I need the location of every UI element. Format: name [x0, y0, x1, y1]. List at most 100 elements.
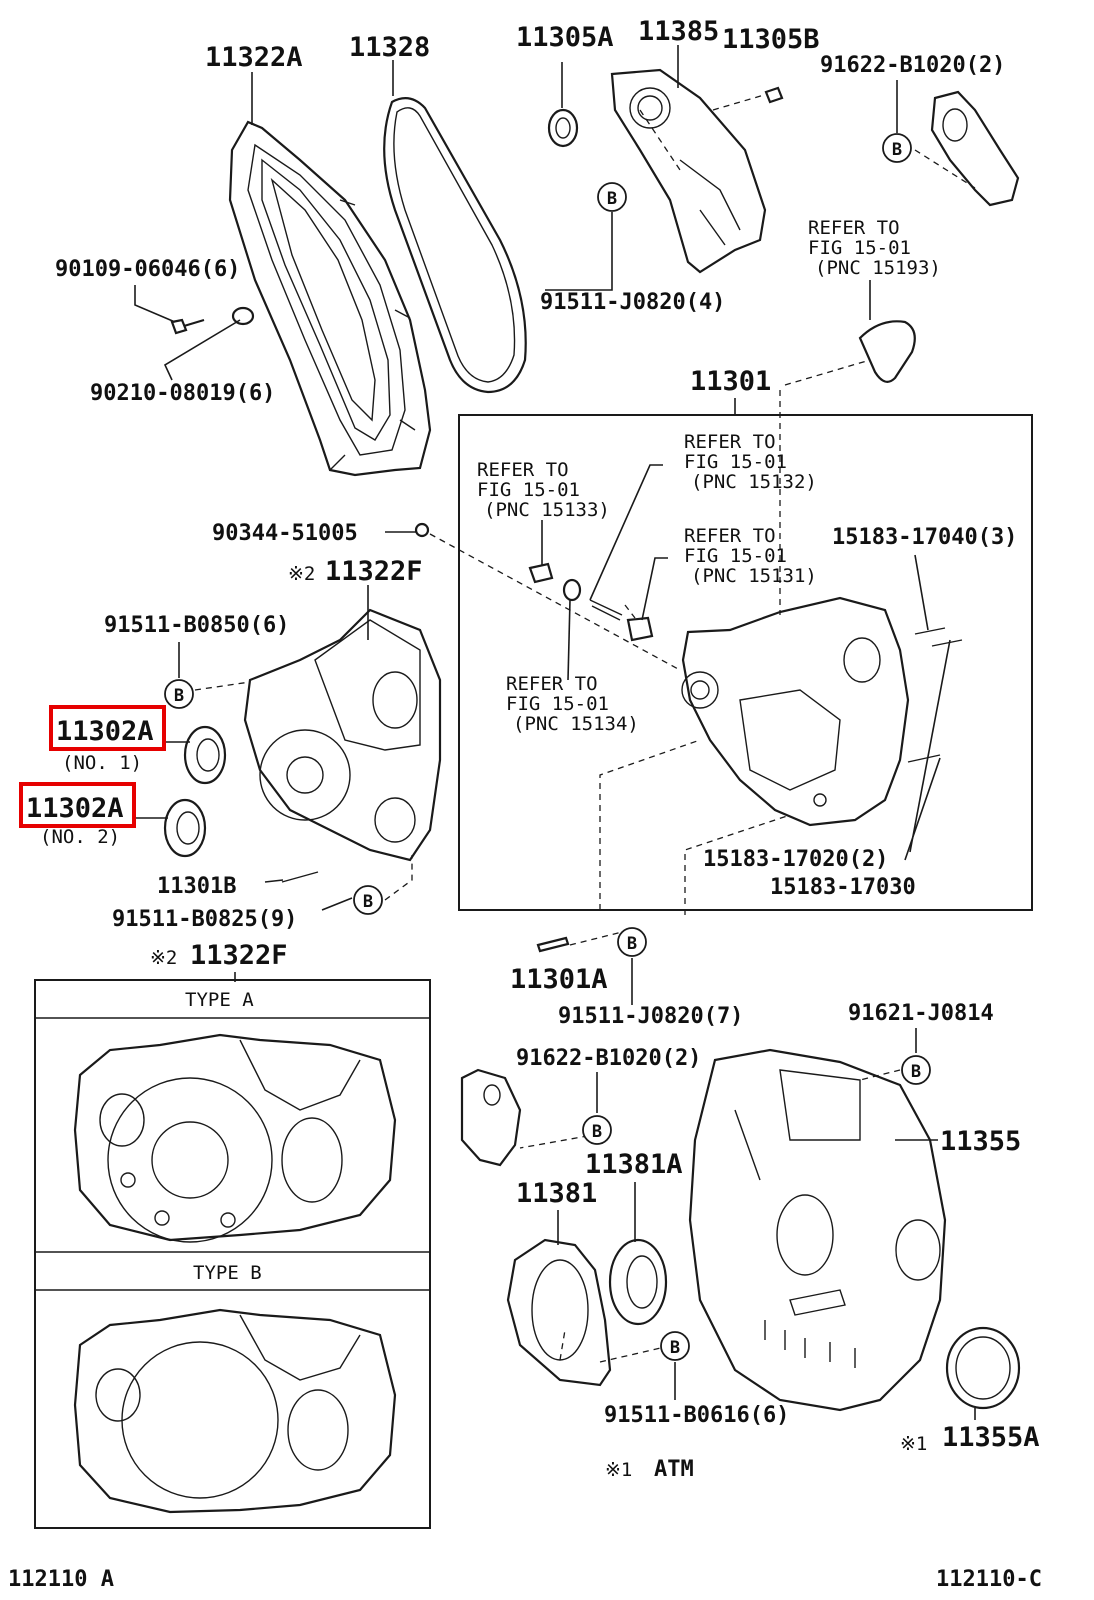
label-91622-top: 91622-B1020(2): [820, 53, 1005, 78]
plug-15133-drawing: [528, 562, 554, 584]
label-91511-j0820-4: 91511-J0820(4): [540, 290, 725, 315]
callout-b-7: B: [901, 1055, 931, 1085]
retainer-11381-drawing: [506, 1238, 612, 1387]
refer-15193-line2: FIG 15-01: [808, 237, 911, 259]
pin-11301A-drawing: [536, 936, 570, 953]
bracket-91622-top-drawing: [930, 90, 1020, 207]
svg-text:B: B: [174, 686, 184, 706]
highlight-11302A-no1: [49, 705, 166, 751]
refer-15132-line1: REFER TO: [684, 431, 776, 453]
mark-atm: ※1: [605, 1459, 632, 1481]
type-a-drawing: [73, 1033, 397, 1243]
label-11301B: 11301B: [157, 874, 236, 899]
label-15183-17020: 15183-17020(2): [703, 847, 888, 872]
valve-15131-drawing: [626, 616, 654, 642]
svg-text:B: B: [627, 934, 637, 954]
oil-seal-no1-drawing: [183, 725, 227, 785]
timing-cover-drawing: [228, 120, 432, 477]
stud-15183-17020-drawing: [907, 754, 941, 763]
label-91511-b0850: 91511-B0850(6): [104, 613, 289, 638]
refer-15133-line1: REFER TO: [477, 459, 569, 481]
callout-b-2: B: [597, 182, 627, 212]
svg-text:B: B: [592, 1122, 602, 1142]
label-90109: 90109-06046(6): [55, 257, 240, 282]
label-11322F-b: 11322F: [190, 940, 288, 971]
gasket-15193-drawing: [858, 320, 916, 383]
callout-b-4: B: [353, 885, 383, 915]
callout-b-5: B: [617, 927, 647, 957]
type-b-drawing: [73, 1308, 397, 1514]
figure-code-right: 112110-C: [936, 1567, 1042, 1592]
type-variants-frame: [34, 979, 431, 1529]
bolt-90109-drawing: [170, 318, 205, 335]
label-91621: 91621-J0814: [848, 1001, 994, 1026]
refer-15134-line1: REFER TO: [506, 673, 598, 695]
label-11302A-no2: 11302A: [26, 793, 124, 824]
refer-15131-line1: REFER TO: [684, 525, 776, 547]
sub-11302A-no2: (NO. 2): [40, 826, 120, 848]
refer-15132-line2: FIG 15-01: [684, 451, 787, 473]
mark-11355A: ※1: [900, 1433, 927, 1455]
label-91511-b0616: 91511-B0616(6): [604, 1403, 789, 1428]
leader-lines: [134, 45, 976, 1420]
svg-text:B: B: [892, 140, 902, 160]
callout-b-1: B: [882, 133, 912, 163]
callout-b-8: B: [660, 1331, 690, 1361]
highlight-11302A-no2: [19, 782, 136, 828]
label-11328: 11328: [349, 32, 430, 63]
refer-15133-line2: FIG 15-01: [477, 479, 580, 501]
ring-11355A-drawing: [945, 1326, 1021, 1410]
figure-code-left: 112110 A: [8, 1567, 114, 1592]
cover-11322F-drawing: [243, 608, 442, 862]
label-91622-bottom: 91622-B1020(2): [516, 1046, 701, 1071]
label-11355A: 11355A: [942, 1422, 1040, 1453]
timing-belt-drawing: [383, 97, 527, 394]
pin-11305B-drawing: [764, 86, 784, 104]
svg-text:B: B: [607, 189, 617, 209]
label-15183-17030: 15183-17030: [770, 875, 916, 900]
svg-text:B: B: [911, 1062, 921, 1082]
washer-90210-drawing: [231, 306, 255, 326]
label-11381: 11381: [516, 1178, 597, 1209]
bolt-90344-drawing: [414, 522, 430, 538]
label-90210: 90210-08019(6): [90, 381, 275, 406]
sub-11302A-no1: (NO. 1): [62, 752, 142, 774]
label-11302A-no1: 11302A: [56, 716, 154, 747]
end-plate-11355-drawing: [688, 1048, 947, 1412]
note-atm: ATM: [654, 1457, 694, 1482]
oil-seal-no2-drawing: [163, 798, 207, 858]
pin-11301B-drawing: [281, 871, 319, 883]
mark-11322F: ※2: [288, 563, 315, 585]
refer-15131-line2: FIG 15-01: [684, 545, 787, 567]
oil-seal-11305A-drawing: [547, 108, 579, 148]
refer-15132-line3: (PNC 15132): [691, 471, 817, 493]
refer-15134-line2: FIG 15-01: [506, 693, 609, 715]
svg-text:B: B: [670, 1338, 680, 1358]
label-90344: 90344-51005: [212, 521, 358, 546]
refer-15134-line3: (PNC 15134): [513, 713, 639, 735]
refer-15193-line1: REFER TO: [808, 217, 900, 239]
refer-15131-line3: (PNC 15131): [691, 565, 817, 587]
group-11301-frame: [458, 414, 1033, 911]
washer-15134-drawing: [562, 578, 582, 602]
callout-b-6: B: [582, 1115, 612, 1145]
label-11305B: 11305B: [722, 24, 820, 55]
label-91511-b0825: 91511-B0825(9): [112, 907, 297, 932]
label-type-a: TYPE A: [185, 989, 254, 1011]
mark-11322F-b: ※2: [150, 947, 177, 969]
label-11322A: 11322A: [205, 42, 303, 73]
callout-b-3: B: [164, 679, 194, 709]
label-type-b: TYPE B: [193, 1262, 262, 1284]
label-11355: 11355: [940, 1126, 1021, 1157]
label-11381A: 11381A: [585, 1149, 683, 1180]
case-11301-drawing: [681, 596, 910, 827]
stud-15183-17040-drawing: [914, 627, 963, 647]
label-11385: 11385: [638, 16, 719, 47]
oil-seal-11381A-drawing: [608, 1238, 668, 1326]
label-15183-17040: 15183-17040(3): [832, 525, 1017, 550]
label-11301: 11301: [690, 366, 771, 397]
refer-15193-line3: (PNC 15193): [815, 257, 941, 279]
cover-11385-drawing: [610, 68, 767, 274]
spring-15132-drawing: [589, 599, 623, 621]
